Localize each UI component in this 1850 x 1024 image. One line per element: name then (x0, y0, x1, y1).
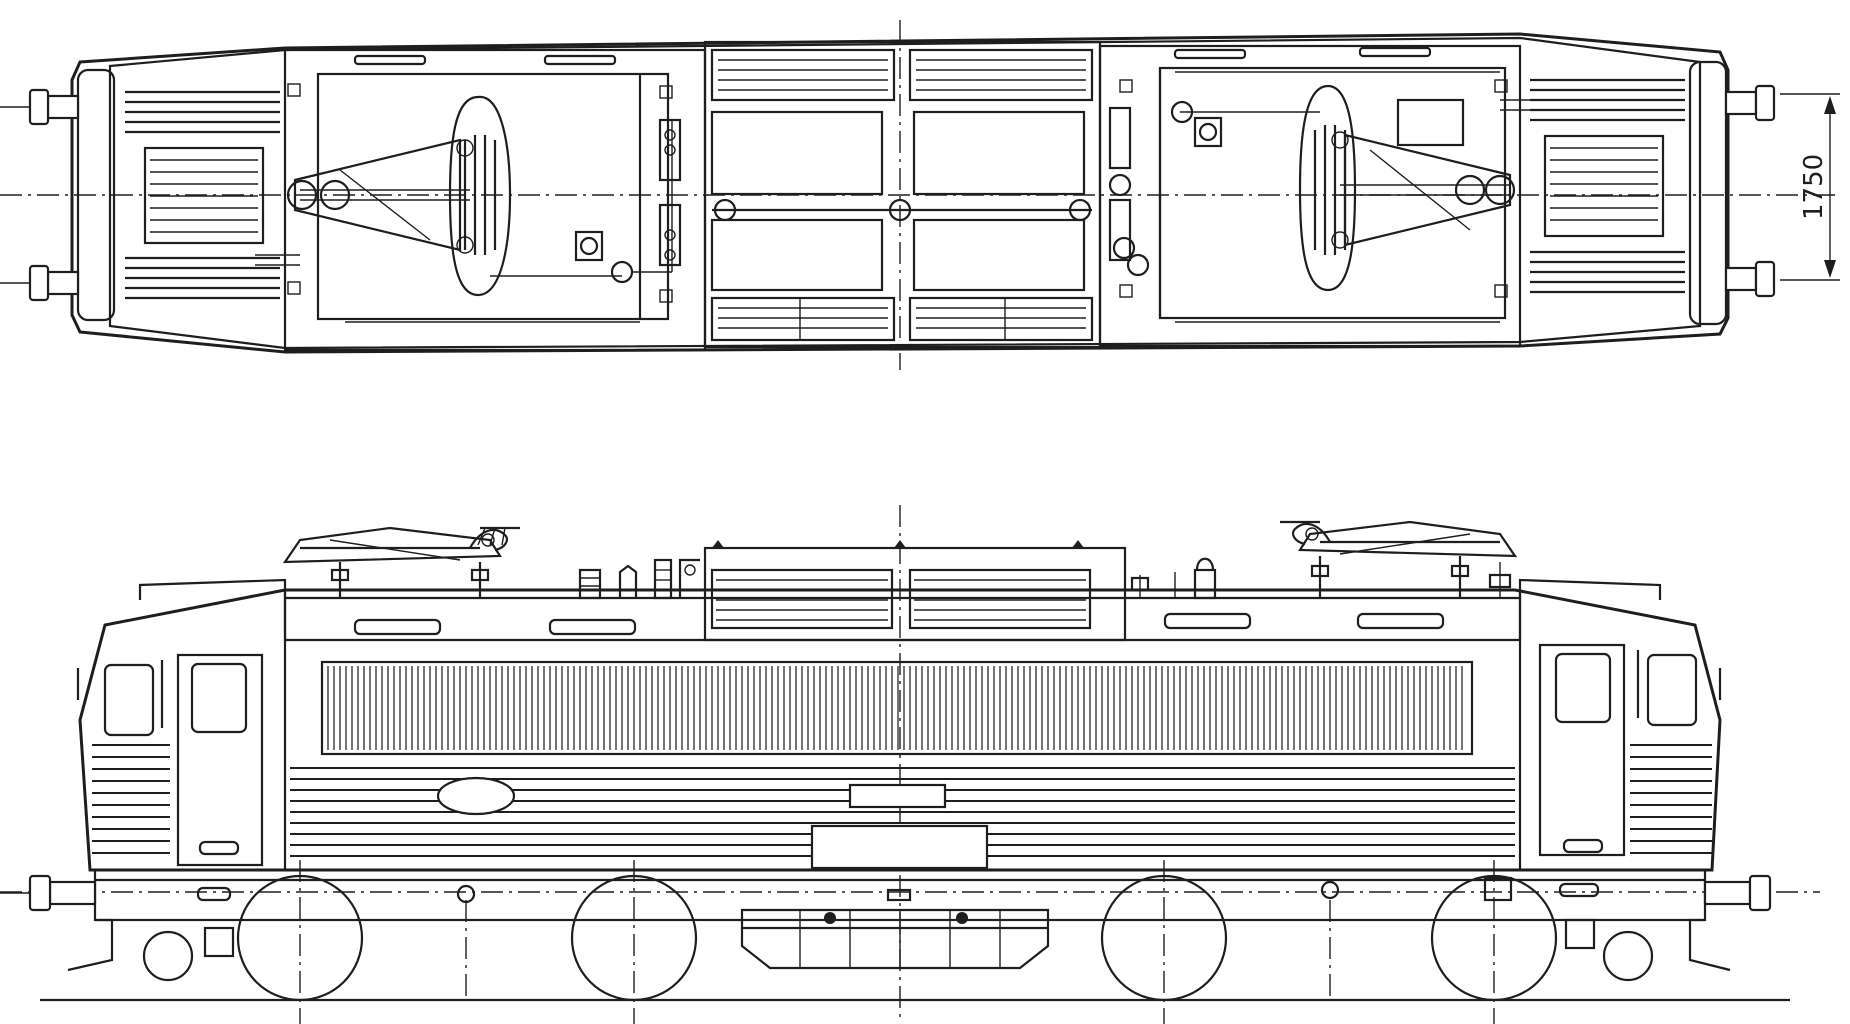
right-frame-step (1558, 882, 1600, 898)
roof-equipment-right (1130, 557, 1512, 600)
left-insulator-a (658, 118, 682, 182)
side-body-outline (78, 588, 1722, 872)
right-door-window (1554, 652, 1612, 724)
right-pantograph-base (1158, 66, 1507, 320)
right-pantograph-side (1280, 520, 1518, 598)
right-cab (1538, 643, 1722, 857)
side-view (0, 505, 1820, 1024)
right-roof-section (1098, 44, 1522, 348)
frame-box-right (1483, 876, 1513, 902)
left-pantograph-side (282, 526, 520, 598)
top-view-body-outline (70, 32, 1730, 354)
left-buffer-side (0, 874, 97, 912)
number-plate (848, 783, 947, 809)
left-door-window (190, 662, 248, 734)
right-pantograph-top (1298, 84, 1550, 292)
right-cab-roof-slats (1530, 78, 1685, 294)
right-cab-window (1646, 653, 1698, 727)
dimension-label: 1750 (1799, 154, 1829, 220)
left-roof-slots (287, 54, 673, 303)
right-buffer-side (1703, 874, 1772, 912)
right-roof-hatch (1543, 134, 1665, 238)
left-pantograph-base (316, 72, 670, 321)
right-roof-box (1193, 116, 1223, 148)
roof-slots-side (353, 612, 1445, 636)
right-pilot (1688, 918, 1731, 972)
right-sand-box (1564, 918, 1596, 950)
center-roof-section (703, 40, 1102, 349)
right-end-beam (1688, 60, 1728, 326)
left-buffers-top (0, 88, 80, 302)
roof-central-hatch (703, 540, 1127, 642)
left-pilot (67, 918, 114, 972)
left-pantograph-top (255, 95, 512, 297)
dimension-1750: 1750 (1780, 93, 1840, 281)
left-end-beam (76, 68, 116, 322)
right-roof-slots (1119, 46, 1508, 298)
left-roof-hatch (143, 146, 265, 245)
left-insulator-b (658, 203, 682, 267)
transformer-box (740, 908, 1050, 970)
left-cab-roof-slats (125, 90, 280, 300)
frame-lamp-right (1320, 880, 1340, 900)
right-buffers-top (1724, 84, 1776, 298)
side-grille (320, 660, 1474, 756)
right-roof-hatch-small (1396, 98, 1465, 147)
left-axle-box (142, 930, 194, 982)
top-view-roof-outline (108, 36, 1702, 350)
top-view: 1750 (0, 20, 1840, 370)
right-insulator-b (1108, 198, 1132, 262)
wheels (236, 860, 1558, 1024)
left-cab-window (103, 663, 155, 737)
frame-center-mark (886, 888, 912, 902)
left-roof-box (574, 230, 604, 262)
left-cab (76, 653, 264, 867)
builder-plate (810, 824, 989, 870)
roof-equipment-left (578, 558, 700, 600)
left-sand-box (203, 926, 235, 958)
frame-lamp-left (456, 884, 476, 904)
left-frame-step (196, 886, 232, 902)
right-insulator-a (1108, 106, 1132, 170)
right-axle-box (1602, 930, 1654, 982)
side-oval-light (436, 776, 516, 816)
